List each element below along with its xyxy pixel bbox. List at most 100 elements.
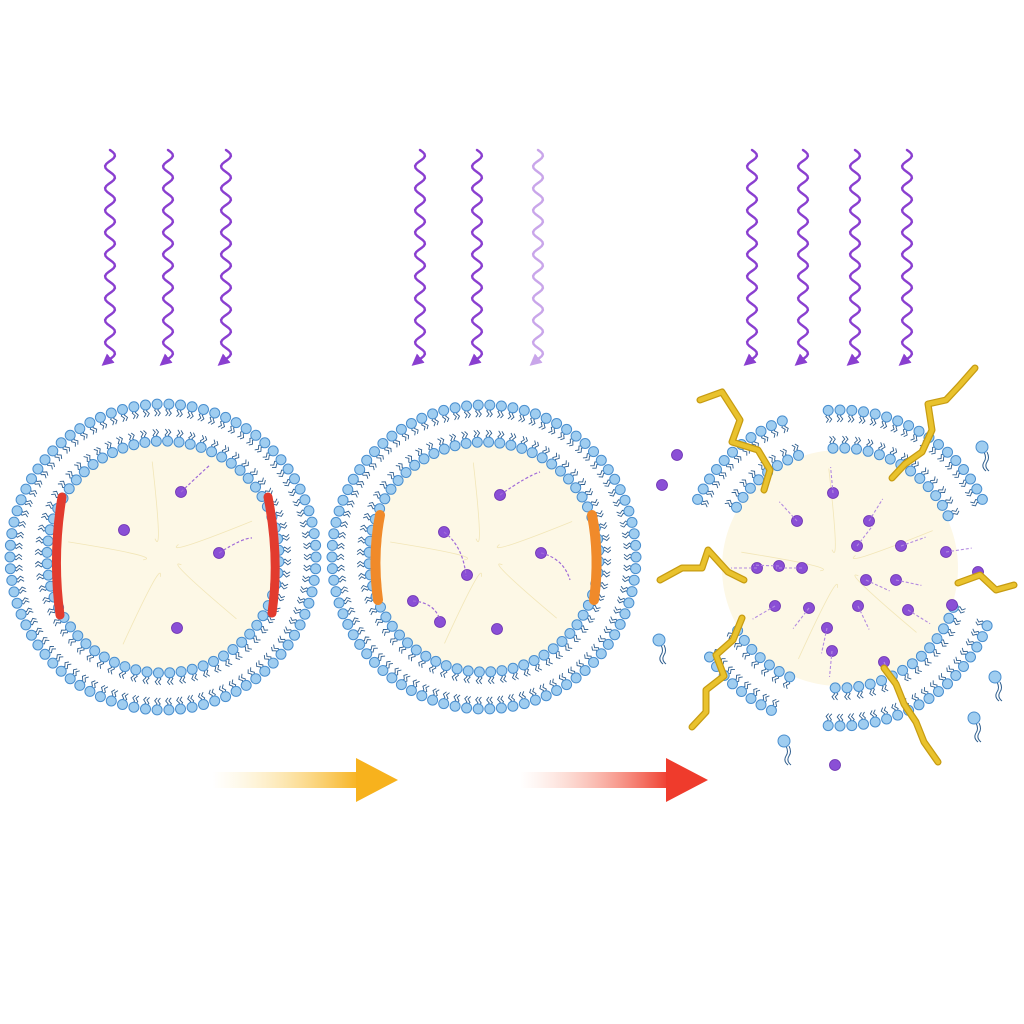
lipid-head [839, 442, 851, 454]
lipid-head [208, 655, 219, 667]
lipid-head [94, 691, 106, 703]
outer-lipid [449, 694, 461, 712]
outer-lipid [461, 695, 473, 714]
outer-lipid [282, 473, 300, 487]
lipid-head [619, 494, 631, 506]
lipid-head [216, 451, 228, 463]
core-texture [798, 583, 838, 660]
lipid-head [834, 404, 846, 416]
inner-lipid [389, 629, 405, 646]
inner-lipid [379, 481, 397, 495]
lipid-head [163, 704, 175, 716]
outer-lipid [377, 660, 393, 676]
lipid-head [628, 574, 640, 586]
outer-lipid [921, 687, 935, 704]
inner-lipid [556, 636, 573, 652]
lipid-head [26, 629, 37, 641]
outer-lipid [246, 429, 262, 446]
inner-lipid [518, 659, 531, 677]
outer-lipid [151, 398, 163, 417]
lipid-head [347, 473, 359, 485]
lipid-head [438, 698, 450, 710]
lipid-head [395, 679, 407, 691]
lipid-head [967, 711, 981, 725]
progress-arrow-red-shaft [520, 772, 670, 788]
outer-lipid [26, 627, 44, 641]
outer-lipid [4, 539, 23, 551]
lipid-head [485, 666, 497, 678]
lipid-head [8, 516, 20, 528]
outer-lipid [263, 652, 279, 669]
outer-lipid [277, 635, 294, 651]
core-texture [444, 572, 482, 644]
inner-lipid [516, 435, 528, 454]
inner-lipid [761, 659, 775, 677]
lipid-tail [787, 745, 792, 766]
inner-lipid [555, 460, 570, 477]
inner-lipid [915, 650, 932, 666]
lipid-head [449, 402, 461, 414]
lipid-head [308, 574, 320, 586]
outer-lipid [449, 402, 461, 421]
lipid-head [259, 437, 271, 449]
outer-lipid [326, 563, 345, 575]
outer-lipid [333, 596, 352, 609]
outer-lipid [755, 693, 770, 711]
inner-lipid [571, 619, 589, 633]
inner-lipid [768, 454, 783, 472]
lipid-head [326, 563, 338, 575]
lipid-head [198, 699, 209, 710]
lipid-head [619, 608, 631, 620]
inner-lipid [460, 431, 472, 449]
inner-lipid [739, 479, 756, 494]
outer-lipid [946, 665, 962, 681]
lipid-head [793, 449, 804, 461]
lipid-head [64, 429, 76, 441]
escape-trail [857, 605, 870, 630]
lipid-head [692, 493, 704, 505]
outer-lipid [369, 653, 386, 668]
lipid-head [8, 586, 20, 598]
lipid-head [853, 681, 865, 692]
outer-lipid [416, 684, 430, 702]
lipid-head [42, 535, 54, 547]
inner-lipid [57, 480, 75, 495]
inner-lipid [473, 666, 485, 685]
lipid-head [392, 475, 404, 486]
lipid-head [551, 685, 563, 696]
outer-lipid [218, 684, 232, 703]
lipid-head [173, 436, 185, 448]
inner-lipid [130, 664, 142, 683]
lipid-head [303, 505, 315, 517]
particle-trail-s2-3 [540, 552, 571, 581]
lipid-head [731, 501, 742, 513]
inner-lipid [734, 634, 750, 650]
lipid-tail [998, 681, 1003, 702]
inner-lipid [437, 437, 450, 455]
outer-lipid [20, 617, 38, 631]
lipid-head [186, 701, 198, 713]
lipid-head [400, 467, 412, 478]
inner-lipid [77, 638, 92, 655]
lipid-head [11, 505, 23, 517]
outer-lipid [227, 417, 242, 434]
particle-trail-s2-1 [499, 471, 541, 496]
lipid-head [869, 716, 881, 728]
inner-lipid [924, 642, 941, 657]
lipid-head [405, 685, 417, 696]
lipid-head [4, 551, 16, 563]
lipid-head [755, 699, 767, 711]
inner-lipid [462, 665, 474, 684]
lipid-head [326, 539, 338, 551]
light-ray-1-1 [101, 148, 117, 366]
escape-trail [945, 547, 972, 553]
lipid-head [128, 401, 140, 413]
outer-lipid [11, 597, 30, 609]
inner-lipid [483, 429, 495, 448]
particle-s1-2 [118, 524, 130, 536]
lipid-head [333, 505, 345, 517]
outer-lipid [337, 607, 356, 620]
lipid-head [526, 447, 538, 459]
outer-lipid [377, 438, 392, 455]
